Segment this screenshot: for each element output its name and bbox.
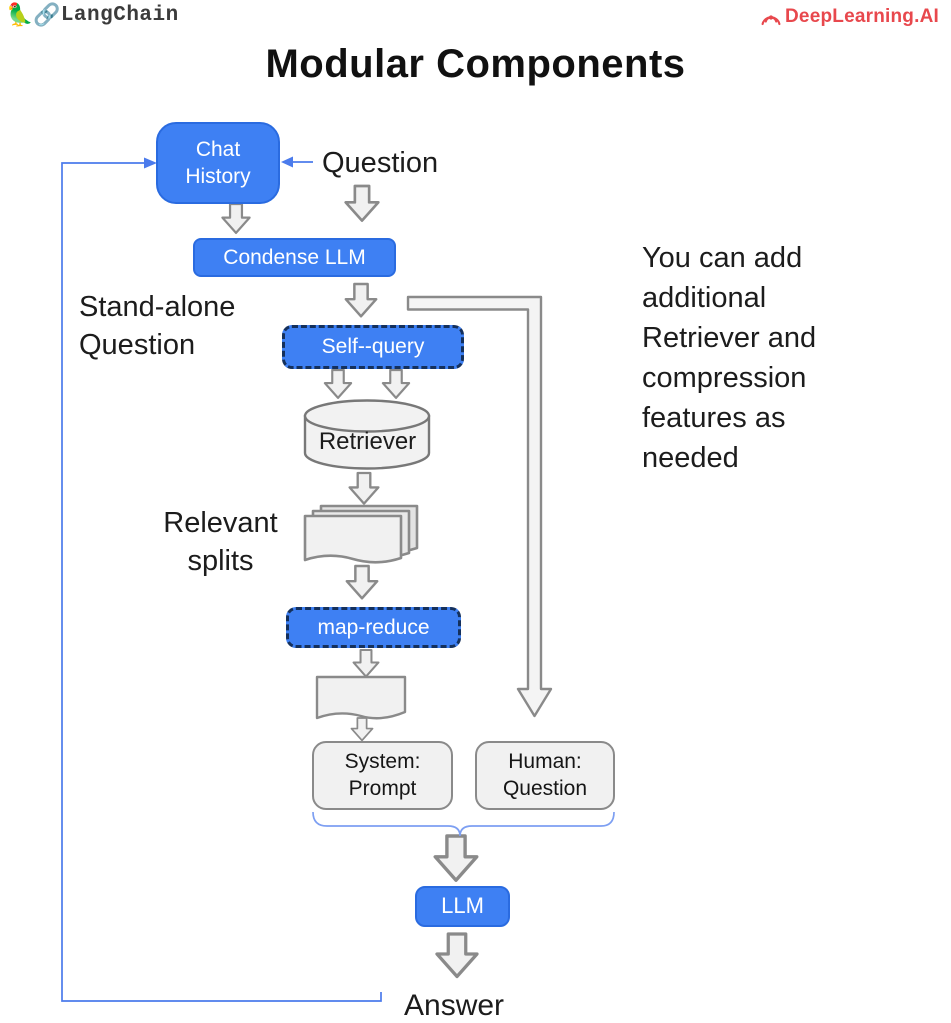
- deeplearning-logo: DeepLearning.AI: [761, 6, 939, 28]
- arrow-condense-down: [344, 282, 378, 318]
- chain-icon: 🔗: [33, 2, 61, 27]
- relevant-splits-label: Relevant splits: [163, 507, 278, 578]
- arrow-splits-down: [345, 564, 379, 600]
- deeplearning-logo-text: DeepLearning.AI: [785, 6, 939, 27]
- arrow-map-reduce-down: [352, 648, 380, 678]
- node-chat-history: Chat History: [156, 122, 280, 204]
- arrow-question-down: [344, 184, 380, 223]
- node-human-question: Human: Question: [475, 741, 615, 810]
- node-system-prompt: System: Prompt: [312, 741, 453, 810]
- answer-label: Answer: [404, 989, 505, 1022]
- document-icon: [315, 675, 407, 720]
- arrow-self-query-down-left: [323, 368, 353, 399]
- retriever-label: Retriever: [318, 428, 417, 455]
- retriever-cylinder: [303, 399, 431, 470]
- arrow-llm-down: [435, 932, 479, 979]
- node-map-reduce: map-reduce: [286, 607, 461, 648]
- node-llm: LLM: [415, 886, 510, 927]
- arrow-self-query-down-right: [381, 368, 411, 399]
- arrow-retriever-down: [348, 471, 380, 505]
- langchain-logo: 🦜 🔗 LangChain: [6, 2, 179, 28]
- question-to-chat-history-arrow: [281, 156, 313, 168]
- underbrace: [312, 811, 615, 837]
- bypass-question-arrow: [406, 295, 553, 718]
- standalone-question-label: Stand-alone Question: [79, 291, 236, 362]
- page-title: Modular Components: [265, 42, 686, 86]
- node-self-query: Self--query: [282, 325, 464, 369]
- arrow-chat-history-down: [221, 202, 251, 235]
- arrow-brace-down: [433, 834, 479, 882]
- document-stack-icon: [303, 504, 419, 564]
- feedback-line: [61, 157, 382, 1002]
- parrot-icon: 🦜: [6, 2, 34, 27]
- deeplearning-icon: [761, 15, 781, 26]
- side-note: You can add additional Retriever and com…: [642, 242, 817, 475]
- node-condense-llm: Condense LLM: [193, 238, 396, 277]
- langchain-logo-text: LangChain: [60, 3, 179, 27]
- question-label: Question: [322, 147, 439, 179]
- arrow-doc-down: [350, 717, 374, 742]
